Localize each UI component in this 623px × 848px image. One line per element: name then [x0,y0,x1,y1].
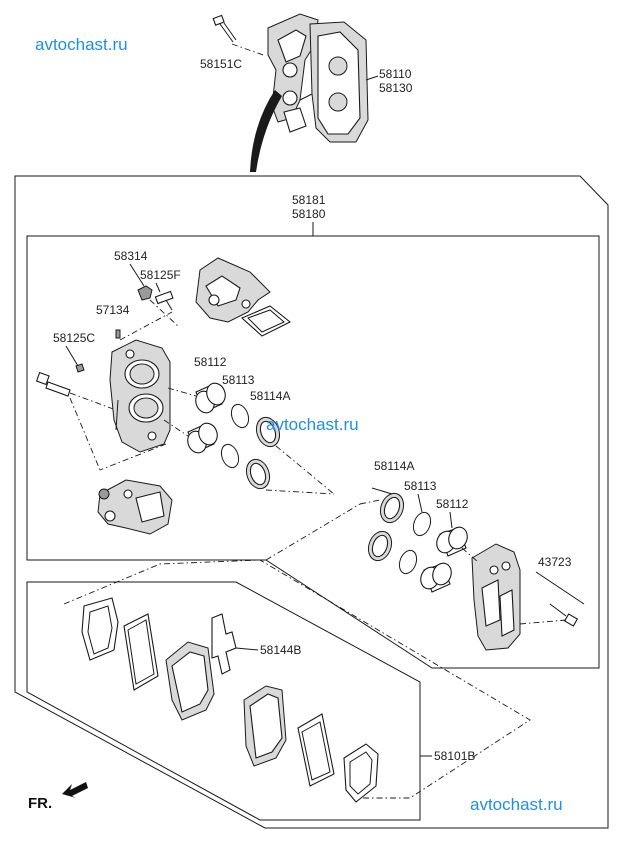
bleeder-58125F [154,290,174,311]
label-58114A-left: 58114A [250,389,290,403]
label-58112-right: 58112 [436,497,469,511]
caliper-long-bolt [35,371,117,411]
label-58180: 58180 [292,207,326,221]
seals-right-58113 [398,511,432,575]
label-58130: 58130 [379,81,413,95]
label-58113-right: 58113 [404,479,437,493]
pin-bolt [563,613,579,627]
brake-pad-3 [165,641,215,721]
outer-frame [14,175,609,829]
label-58113-left: 58113 [222,373,255,387]
caliper-bracket-top [195,257,292,337]
caliper-housing-outer [471,543,521,651]
label-58125C: 58125C [53,331,95,345]
watermark-top: avtochast.ru [35,35,128,54]
front-label: FR. [28,795,52,812]
label-58314: 58314 [114,249,148,263]
label-58181: 58181 [292,193,326,207]
pad-shim-1 [81,597,119,661]
watermark-middle: avtochast.ru [266,415,359,434]
boots-left-58114A [245,416,281,490]
label-57134: 57134 [96,303,130,317]
label-58125F: 58125F [140,268,181,282]
pad-plate-5 [297,713,335,787]
spring-58144B [211,613,237,675]
caliper-bolt-58151C [212,14,237,43]
caliper-housing-inner [109,339,171,453]
caliper-assembly-58110 [212,13,369,172]
bleeder-cap-58125C [75,363,85,373]
caliper-bracket-bottom [97,479,173,535]
label-58112-left: 58112 [194,355,227,369]
caliper-kit-frame [26,235,600,669]
pin-43723 [535,571,585,605]
label-58144B: 58144B [260,643,301,657]
pistons-right-58112 [420,526,468,593]
clip-57134 [115,329,121,339]
dust-cap-58314 [137,285,153,301]
front-direction-indicator: FR. [28,782,88,812]
label-58151C: 58151C [200,57,242,71]
pad-plate-2 [123,613,159,691]
label-43723: 43723 [538,555,572,569]
boots-right-58114A [367,492,405,562]
watermark-bottom: avtochast.ru [470,795,563,814]
pad-shim-6 [343,743,379,803]
pistons-left-58112 [187,382,226,454]
label-58101B: 58101B [434,749,475,763]
callout-swoosh [250,90,282,172]
pad-kit-frame [26,581,421,821]
seals-left-58113 [220,403,250,469]
brake-pad-4 [243,685,287,767]
label-58114A-right: 58114A [374,459,414,473]
label-58110: 58110 [379,67,412,81]
arrow-left-down-icon [62,782,88,798]
